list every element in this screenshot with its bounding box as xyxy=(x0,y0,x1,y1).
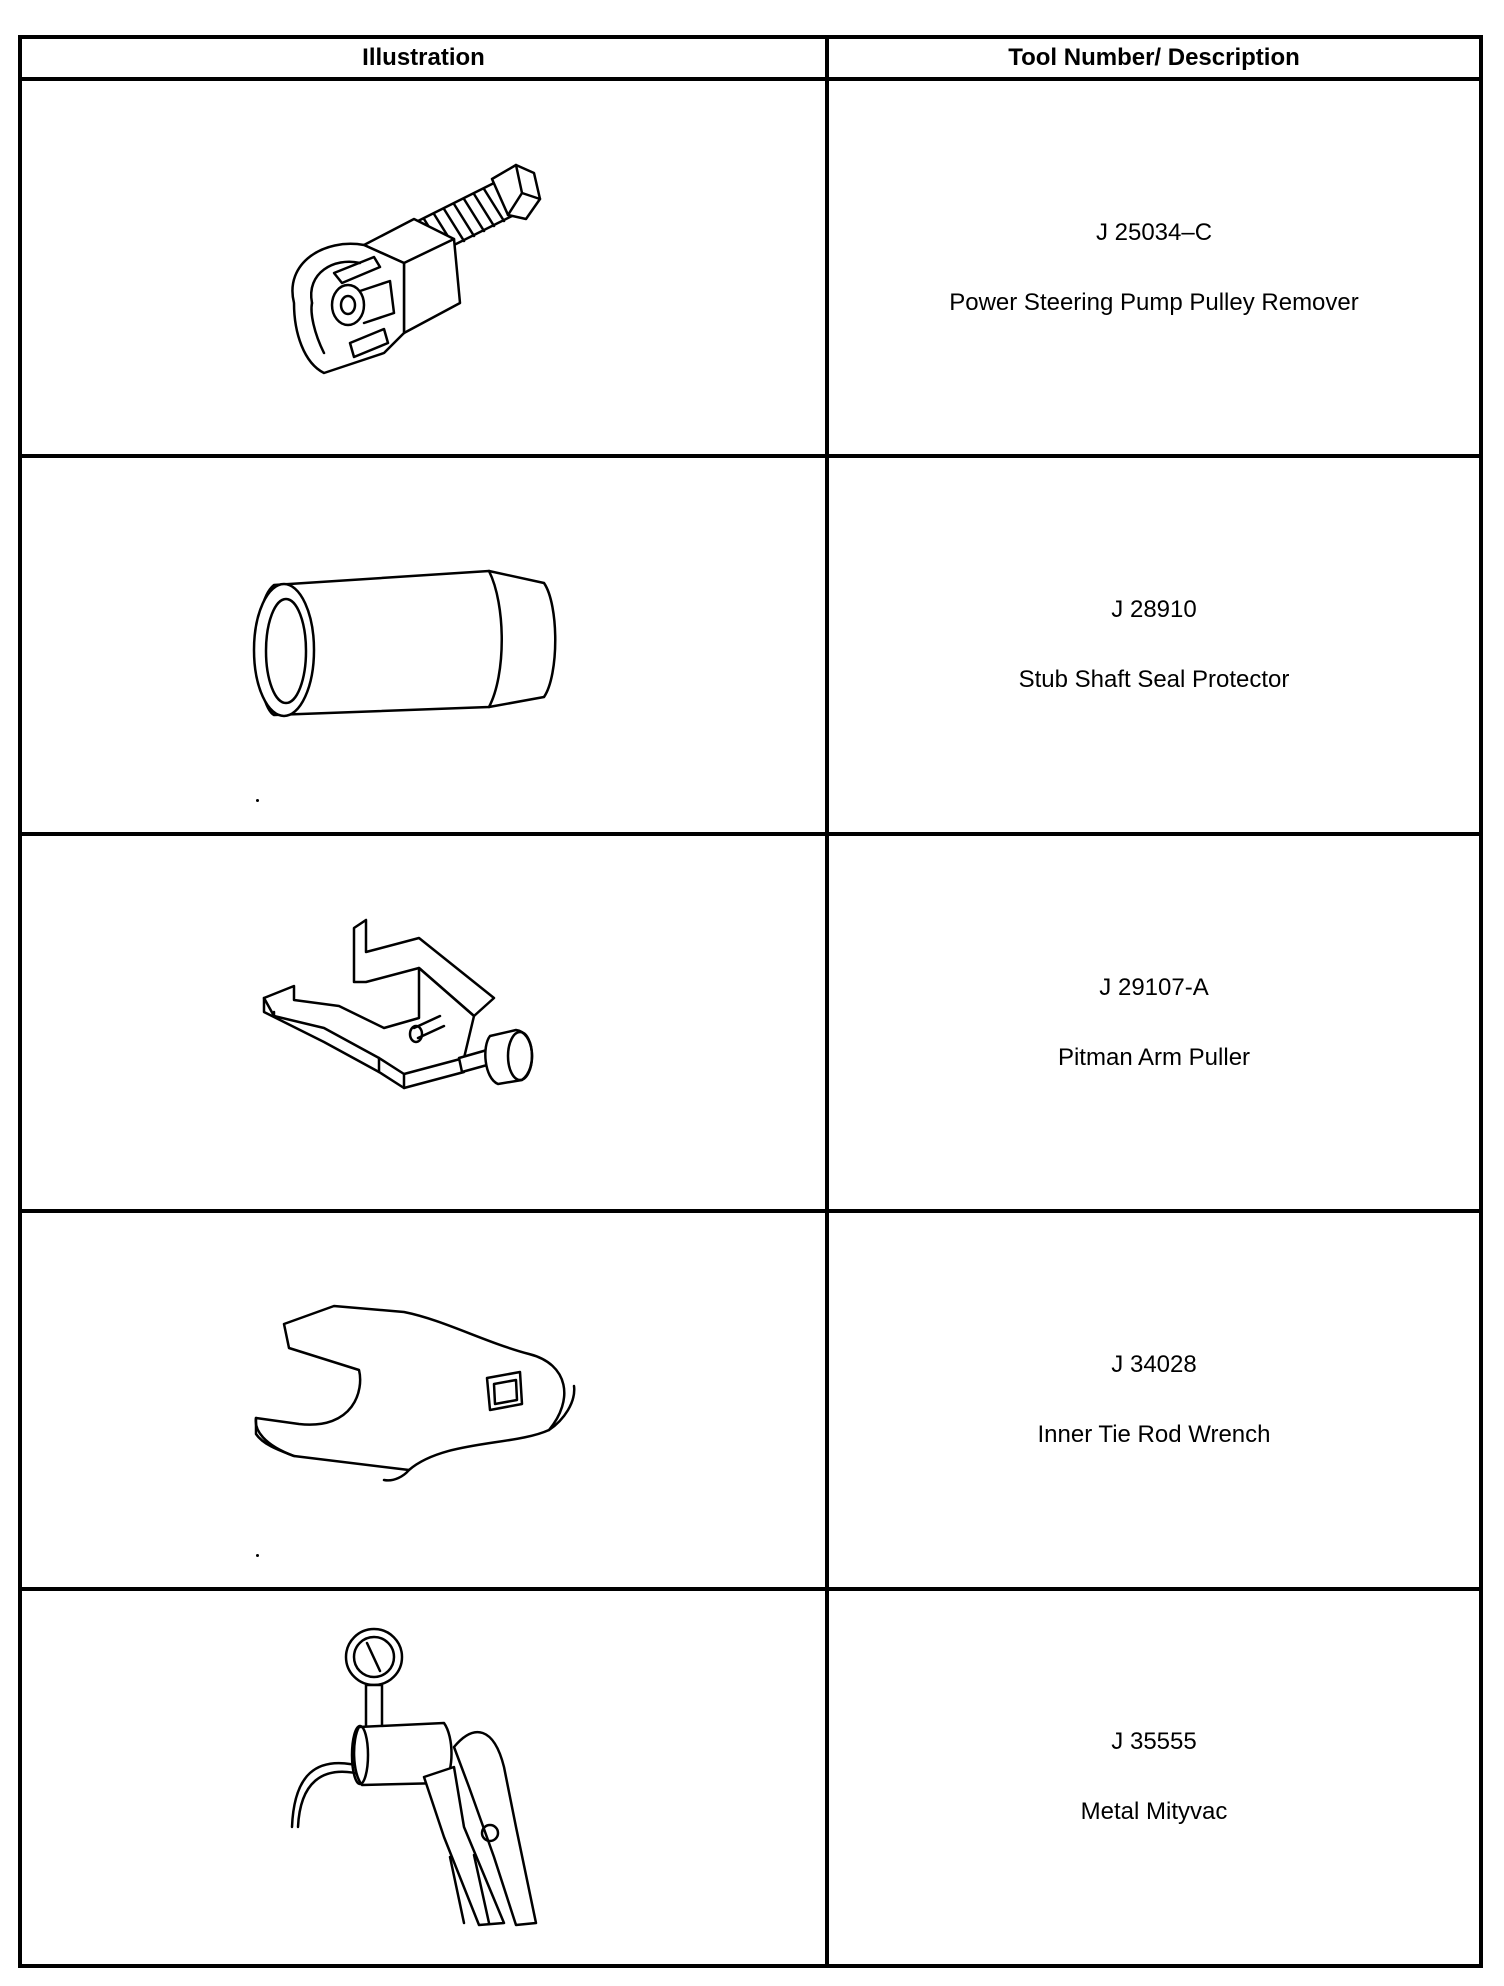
illustration-cell xyxy=(18,831,829,1214)
tool-cell: J 35555 Metal Mityvac xyxy=(825,1586,1483,1969)
tool-number: J 25034–C xyxy=(1095,218,1213,246)
stray-mark xyxy=(256,798,259,802)
header-tool-description: Tool Number/ Description xyxy=(825,34,1483,82)
illustration-cell xyxy=(18,1209,829,1591)
table-row: J 28910 Stub Shaft Seal Protector xyxy=(18,454,1483,836)
seal-protector-illustration xyxy=(252,569,556,718)
table-row: J 34028 Inner Tie Rod Wrench xyxy=(18,1209,1483,1591)
tool-cell: J 34028 Inner Tie Rod Wrench xyxy=(825,1209,1483,1591)
tool-cell: J 28910 Stub Shaft Seal Protector xyxy=(825,454,1483,836)
tool-number: J 34028 xyxy=(1111,1350,1197,1378)
mityvac-illustration xyxy=(290,1628,537,1927)
tool-number: J 28910 xyxy=(1111,596,1197,624)
special-tools-table: Illustration Tool Number/ Description xyxy=(18,34,1483,1969)
header-row: Illustration Tool Number/ Description xyxy=(18,34,1483,82)
table-row: J 25034–C Power Steering Pump Pulley Rem… xyxy=(18,77,1483,459)
table-row: J 29107-A Pitman Arm Puller xyxy=(18,831,1483,1214)
tool-number: J 35555 xyxy=(1111,1728,1197,1756)
table-row: J 35555 Metal Mityvac xyxy=(18,1586,1483,1969)
stray-mark xyxy=(256,1553,259,1557)
tool-description: Power Steering Pump Pulley Remover xyxy=(949,288,1359,316)
tool-number: J 29107-A xyxy=(1099,973,1209,1001)
tie-rod-wrench-illustration xyxy=(254,1304,575,1482)
header-illustration: Illustration xyxy=(18,34,829,82)
pitman-arm-puller-illustration xyxy=(262,918,533,1089)
tool-description: Pitman Arm Puller xyxy=(1057,1043,1251,1071)
pulley-remover-illustration xyxy=(290,163,541,374)
tool-cell: J 25034–C Power Steering Pump Pulley Rem… xyxy=(825,77,1483,459)
illustration-cell xyxy=(18,454,829,836)
tool-description: Metal Mityvac xyxy=(1080,1798,1228,1826)
tool-description: Inner Tie Rod Wrench xyxy=(1037,1420,1271,1448)
illustration-cell xyxy=(18,1586,829,1969)
tool-cell: J 29107-A Pitman Arm Puller xyxy=(825,831,1483,1214)
illustration-cell xyxy=(18,77,829,459)
tool-description: Stub Shaft Seal Protector xyxy=(1018,666,1290,694)
